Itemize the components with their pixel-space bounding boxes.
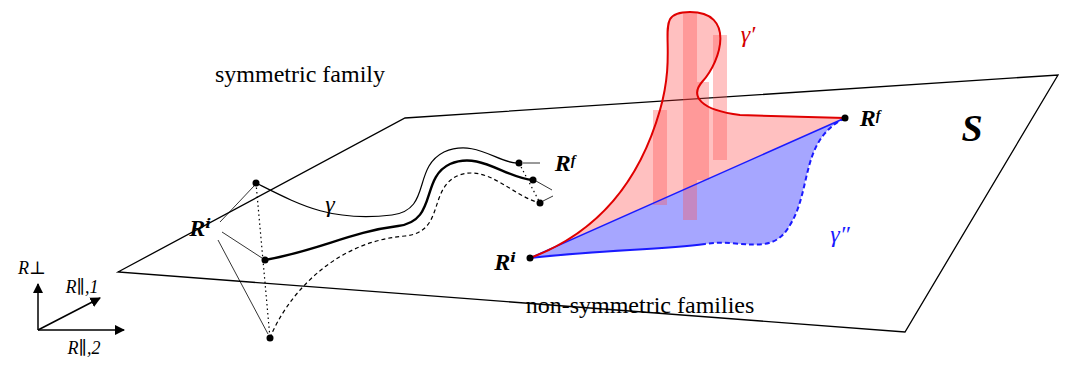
path-label: γ″	[830, 222, 849, 246]
symmetric-family	[218, 148, 553, 342]
endpoint-label: Rᶠ	[860, 106, 881, 130]
axis-label: R∥,1	[66, 278, 99, 296]
axis-label: R∥,2	[68, 339, 101, 357]
endpoint-label: Rⁱ	[189, 216, 211, 240]
plane	[118, 75, 1058, 332]
endpoint-label: Rⁱ	[494, 250, 516, 274]
endpoint-label: Rᶠ	[555, 151, 576, 175]
axis-label: R⊥	[18, 259, 46, 277]
path-label: γ′	[741, 22, 756, 46]
path-label: γ	[325, 192, 334, 216]
plane-label: S	[961, 109, 982, 147]
family-caption: symmetric family	[215, 62, 385, 86]
non-symmetric-families	[527, 12, 849, 262]
family-caption: non-symmetric families	[526, 293, 755, 317]
